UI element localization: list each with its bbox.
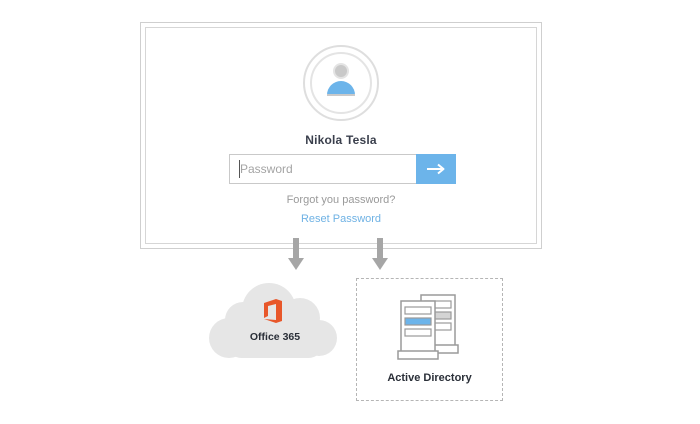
- text-caret: [239, 160, 240, 178]
- forgot-password-text: Forgot you password?: [286, 194, 396, 206]
- submit-login-button[interactable]: [416, 154, 456, 184]
- active-directory-box: Active Directory: [356, 278, 503, 401]
- office-logo-icon: [264, 299, 282, 323]
- reset-password-link[interactable]: Reset Password: [300, 213, 382, 225]
- password-input[interactable]: [229, 154, 416, 184]
- user-name: Nikola Tesla: [305, 133, 377, 147]
- cloud-icon: [209, 283, 337, 358]
- active-directory-label: Active Directory: [387, 372, 472, 384]
- user-avatar-icon: [303, 45, 379, 121]
- arrow-down-icon: [288, 238, 304, 270]
- office-365-cloud: Office 365: [205, 280, 340, 364]
- office-365-label: Office 365: [249, 331, 301, 343]
- arrow-right-icon: [416, 163, 456, 175]
- arrow-down-icon: [372, 238, 388, 270]
- login-panel: Nikola Tesla Forgot you password? Reset …: [140, 22, 542, 249]
- server-icon: [397, 294, 459, 360]
- login-panel-inner: [145, 27, 537, 244]
